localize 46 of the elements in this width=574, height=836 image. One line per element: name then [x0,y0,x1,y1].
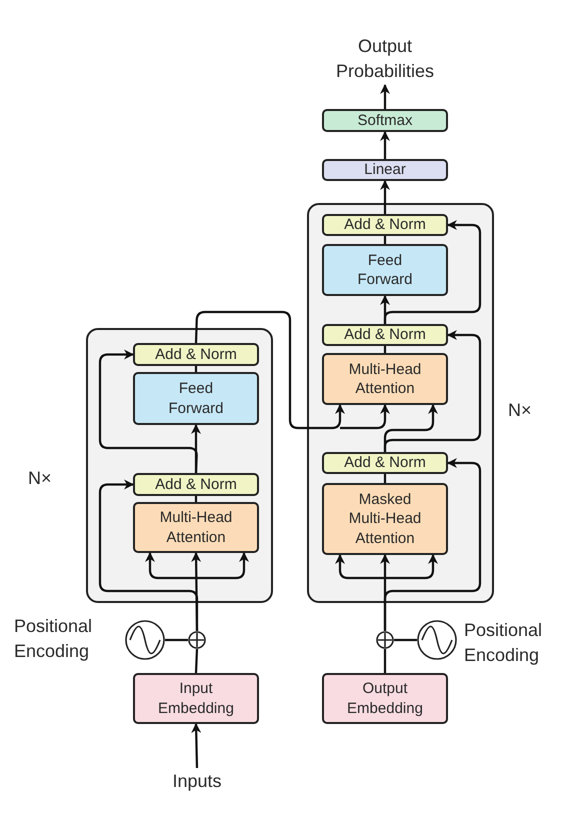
process-box [133,343,259,366]
process-box [133,372,259,425]
node-caption: Positional Encoding [14,615,94,664]
arrow [380,131,390,159]
layer-stack-panel [307,203,494,603]
node-text: Output Embedding [346,679,424,718]
arrow [191,723,202,768]
process-box [322,109,448,132]
node-caption: N× [508,399,533,422]
node-text: Feed Forward [356,250,414,290]
process-box [133,502,259,553]
node-text: Add & Norm [155,344,237,364]
arrow [98,350,198,474]
process-box [322,324,448,346]
node-text: Inputs [172,770,222,794]
node-text: Output Probabilities [334,34,436,83]
layer-stack-panel [86,328,273,603]
process-box [133,673,259,724]
process-box [322,452,448,474]
node-text: Input Embedding [157,679,235,718]
process-box [322,214,448,236]
node-text: Add & Norm [344,453,426,473]
node-text: Linear [364,160,406,180]
process-box [133,473,259,496]
arrow [98,480,198,631]
arrow [384,458,482,631]
node-text: Feed Forward [167,379,224,418]
arrow [380,180,390,214]
process-box [322,353,448,405]
node-text: Add & Norm [344,325,426,345]
node-caption: Positional Encoding [464,619,544,668]
arrow [380,84,390,109]
arrow [384,220,482,324]
node-text: Softmax [357,110,413,130]
node-text: Multi-Head Attention [348,360,422,398]
process-box [322,244,448,296]
node-caption: N× [28,467,53,490]
node-text: Add & Norm [344,215,426,235]
process-box [322,483,448,555]
node-text: Multi-Head Attention [158,508,234,547]
process-box [322,159,448,181]
node-text: Add & Norm [155,474,237,494]
arrow [194,310,390,430]
process-box [322,673,448,724]
node-text: Masked Multi-Head Attention [348,490,422,548]
arrow [384,330,482,452]
